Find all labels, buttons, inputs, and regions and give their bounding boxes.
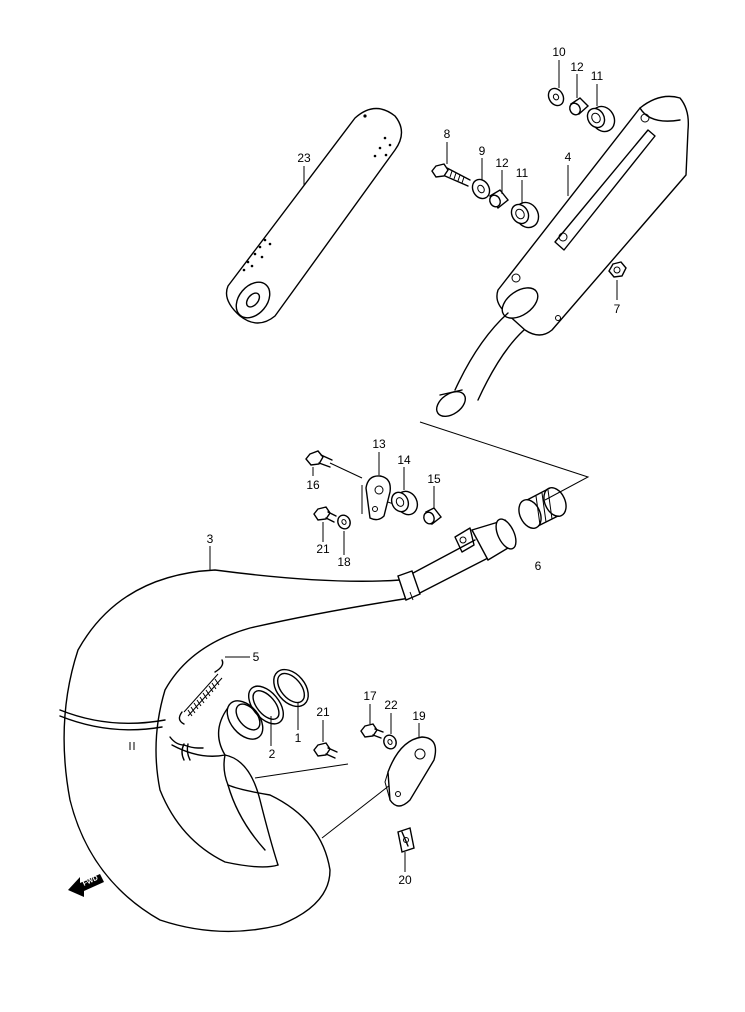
callout-14: 14: [397, 453, 411, 467]
bracket-part-19: [384, 736, 437, 807]
bolt-part-21-lower: [313, 742, 338, 759]
washer-part-10: [547, 87, 565, 107]
callout-17: 17: [363, 689, 377, 703]
callout-5: 5: [253, 650, 260, 664]
silencer-part-4: [435, 95, 690, 418]
callout-15: 15: [427, 472, 441, 486]
forward-direction-arrow: FWD: [68, 874, 104, 897]
gasket-part-2: [248, 685, 284, 725]
clip-nut-part-20: [397, 827, 415, 853]
gasket-part-1: [273, 668, 309, 708]
callout-8: 8: [444, 127, 451, 141]
callout-23: 23: [297, 151, 311, 165]
callout-7: 7: [614, 302, 621, 316]
muffler-protector-part-23: [225, 107, 403, 324]
callout-4: 4: [565, 150, 572, 164]
grommet-part-11-upper: [586, 105, 616, 133]
bolt-part-16: [305, 450, 333, 468]
spring-clip: [169, 736, 204, 761]
bolt-part-8: [431, 163, 471, 187]
exhaust-pipe-part-3: [59, 518, 517, 933]
spring-part-5: [178, 659, 224, 725]
callout-leaders: [209, 60, 618, 872]
joint-seal-part-6: [518, 487, 567, 529]
callout-numbers: 10 12 11 8 9 12 11 4 7 23 13 14 15 16 21…: [207, 45, 621, 887]
bolt-part-17: [360, 723, 384, 739]
collar-part-12-upper: [569, 97, 590, 116]
callout-3: 3: [207, 532, 214, 546]
collar-part-15: [423, 507, 442, 526]
callout-22: 22: [384, 698, 398, 712]
callout-9: 9: [479, 144, 486, 158]
washer-part-9: [471, 178, 491, 200]
callout-18: 18: [337, 555, 351, 569]
washer-part-18: [337, 514, 351, 530]
callout-2: 2: [269, 747, 276, 761]
callout-6: 6: [535, 559, 542, 573]
callout-13: 13: [372, 437, 386, 451]
grommet-part-14: [390, 490, 419, 516]
collar-part-12-lower: [489, 189, 509, 210]
callout-20: 20: [398, 873, 412, 887]
bolt-part-21-upper: [313, 506, 337, 523]
nut-part-7: [608, 261, 627, 278]
callout-10: 10: [552, 45, 566, 59]
callout-12-upper: 12: [570, 60, 584, 74]
callout-21-lower: 21: [316, 705, 330, 719]
callout-11-upper: 11: [591, 69, 604, 83]
callout-12-lower: 12: [495, 156, 509, 170]
bracket-part-13: [365, 475, 391, 521]
callout-16: 16: [306, 478, 320, 492]
grommet-part-11-lower: [510, 201, 540, 229]
callout-19: 19: [412, 709, 426, 723]
callout-21-upper: 21: [316, 542, 330, 556]
callout-1: 1: [295, 731, 302, 745]
washer-part-22: [383, 734, 397, 750]
callout-11-lower: 11: [516, 166, 529, 180]
